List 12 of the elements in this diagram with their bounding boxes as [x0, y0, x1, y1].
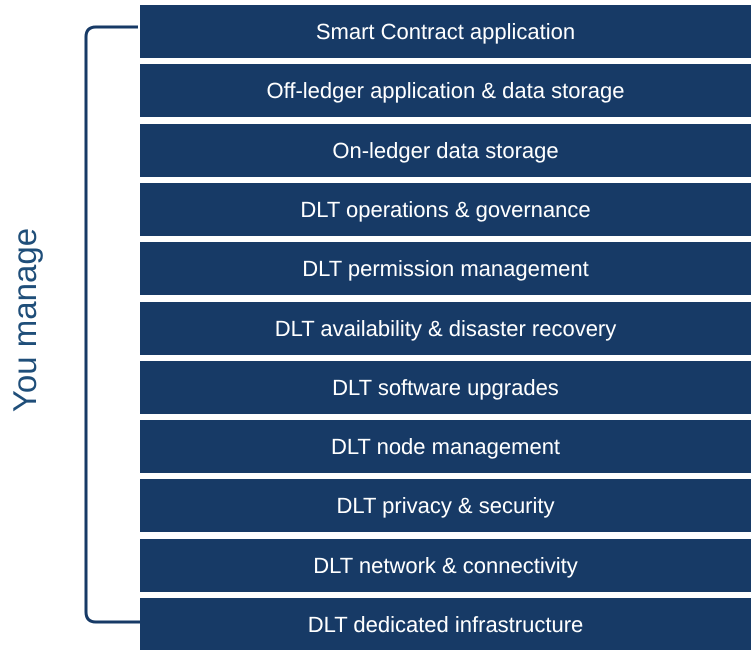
layer-box: DLT network & connectivity — [140, 539, 751, 592]
layer-box: Smart Contract application — [140, 5, 751, 58]
layer-box: DLT dedicated infrastructure — [140, 598, 751, 650]
layer-box: DLT software upgrades — [140, 361, 751, 414]
side-label: You manage — [5, 226, 44, 414]
layer-box: Off-ledger application & data storage — [140, 64, 751, 117]
layer-box: DLT availability & disaster recovery — [140, 302, 751, 355]
layer-box: On-ledger data storage — [140, 124, 751, 177]
layer-box: DLT permission management — [140, 242, 751, 295]
layer-box: DLT node management — [140, 420, 751, 473]
layer-box: DLT operations & governance — [140, 183, 751, 236]
layer-box: DLT privacy & security — [140, 479, 751, 532]
